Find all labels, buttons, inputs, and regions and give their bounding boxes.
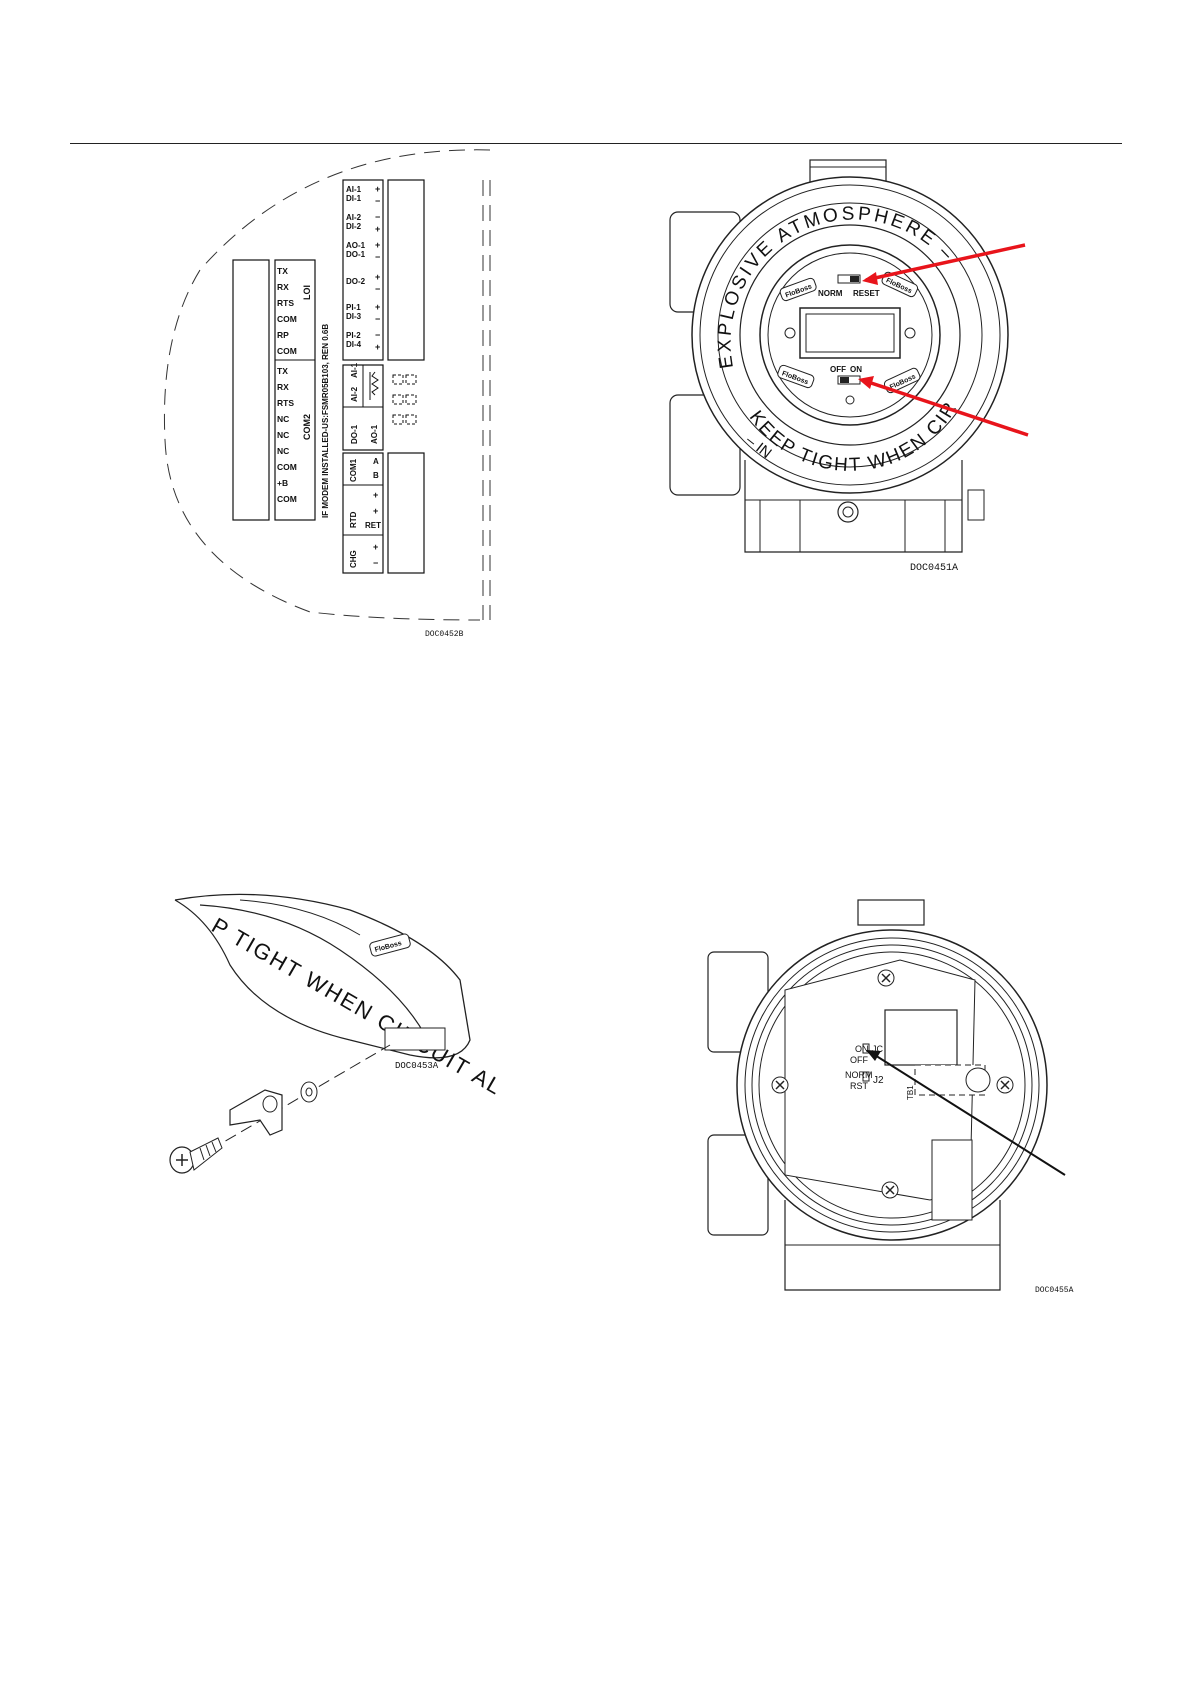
board-figure: ON JC OFF NORM RST J2 TB1 DOC0455A: [707, 899, 1074, 1295]
board-figure-code: DOC0455A: [1035, 1286, 1074, 1295]
svg-text:DO-1: DO-1: [346, 250, 366, 259]
svg-text:+: +: [375, 240, 380, 250]
front-view-figure: EXPLOSIVE ATMOSPHERE – KEEP TIGHT WHEN C…: [642, 144, 1029, 574]
chg-label: CHG: [349, 550, 358, 568]
ai2-label: AI-2: [350, 386, 359, 402]
svg-text:DI-4: DI-4: [346, 340, 362, 349]
header-rule: [70, 143, 1122, 144]
svg-text:+: +: [375, 272, 380, 282]
board-off-label: OFF: [850, 1055, 868, 1065]
rtd-label: RTD: [349, 511, 358, 528]
io-group-2: AO-1 DO-1 + −: [346, 240, 380, 262]
svg-text:+: +: [375, 342, 380, 352]
terminal-label-figure: TX RX RTS COM RP COM TX RX RTS NC NC NC …: [163, 149, 491, 639]
svg-text:−: −: [375, 314, 380, 324]
com1-a: A: [373, 457, 379, 466]
board-tb1-label: TB1: [906, 1085, 915, 1100]
loi-pin-0: TX: [277, 266, 288, 276]
reset-label: RESET: [853, 289, 880, 298]
svg-text:DI-3: DI-3: [346, 312, 362, 321]
svg-text:−: −: [375, 330, 380, 340]
ai1-label: AI-1: [350, 362, 359, 378]
chg-plus: +: [373, 542, 378, 552]
svg-text:AO-1: AO-1: [346, 241, 366, 250]
svg-text:+: +: [375, 184, 380, 194]
front-figure-code: DOC0451A: [910, 563, 958, 574]
rtd-plus2: +: [373, 506, 378, 516]
svg-text:PI-2: PI-2: [346, 331, 361, 340]
com1-b: B: [373, 471, 379, 480]
com2-pin-0: TX: [277, 366, 288, 376]
on-label: ON: [850, 365, 862, 374]
svg-text:−: −: [375, 212, 380, 222]
board-jc-label: JC: [872, 1044, 884, 1054]
do1-label: DO-1: [350, 424, 359, 444]
com2-pin-2: RTS: [277, 398, 294, 408]
rtd-plus1: +: [373, 490, 378, 500]
board-rst-label: RST: [850, 1081, 869, 1091]
io-group-0: AI-1 DI-1 + −: [346, 184, 380, 206]
terminal-figure-code: DOC0452B: [425, 630, 464, 639]
com2-pin-1: RX: [277, 382, 289, 392]
com2-pin-7: +B: [277, 478, 288, 488]
com2-pin-6: COM: [277, 462, 297, 472]
loi-label: LOI: [302, 285, 312, 300]
com2-pin-8: COM: [277, 494, 297, 504]
svg-text:PI-1: PI-1: [346, 303, 361, 312]
board-on-label: ON: [855, 1044, 869, 1054]
ao1-label: AO-1: [370, 424, 379, 444]
com2-pin-3: NC: [277, 414, 289, 424]
io-group-5: PI-2 DI-4 − +: [346, 330, 380, 352]
svg-text:−: −: [375, 252, 380, 262]
clamp-detail-figure: P TIGHT WHEN CIRCUIT AL FloBoss DOC0453A: [169, 893, 507, 1174]
svg-text:−: −: [375, 196, 380, 206]
modem-note: IF MODEM INSTALLED-US:FSMR05B103, REN 0.…: [321, 324, 330, 518]
chg-minus: −: [373, 558, 378, 568]
loi-pin-1: RX: [277, 282, 289, 292]
svg-text:AI-1: AI-1: [346, 185, 362, 194]
board-j2-label: J2: [873, 1075, 884, 1086]
com1-label: COM1: [349, 458, 358, 482]
svg-text:DI-2: DI-2: [346, 222, 362, 231]
clamp-figure-code: DOC0453A: [395, 1061, 439, 1071]
norm-label: NORM: [818, 289, 843, 298]
com2-pin-5: NC: [277, 446, 289, 456]
svg-text:AI-2: AI-2: [346, 213, 362, 222]
loi-pin-5: COM: [277, 346, 297, 356]
loi-pin-4: RP: [277, 330, 289, 340]
loi-pin-2: RTS: [277, 298, 294, 308]
off-label: OFF: [830, 365, 846, 374]
svg-text:DI-1: DI-1: [346, 194, 362, 203]
svg-text:+: +: [375, 302, 380, 312]
svg-text:DO-2: DO-2: [346, 277, 366, 286]
loi-pin-3: COM: [277, 314, 297, 324]
svg-text:+: +: [375, 224, 380, 234]
io-group-3: DO-2 + −: [346, 272, 380, 294]
com2-pin-4: NC: [277, 430, 289, 440]
io-group-4: PI-1 DI-3 + −: [346, 302, 380, 324]
io-group-1: AI-2 DI-2 − +: [346, 212, 380, 234]
clamp-logo: FloBoss: [369, 933, 411, 957]
com2-label: COM2: [302, 414, 312, 440]
rtd-ret: RET: [365, 521, 381, 530]
board-norm-label: NORM: [845, 1070, 873, 1080]
svg-text:−: −: [375, 284, 380, 294]
